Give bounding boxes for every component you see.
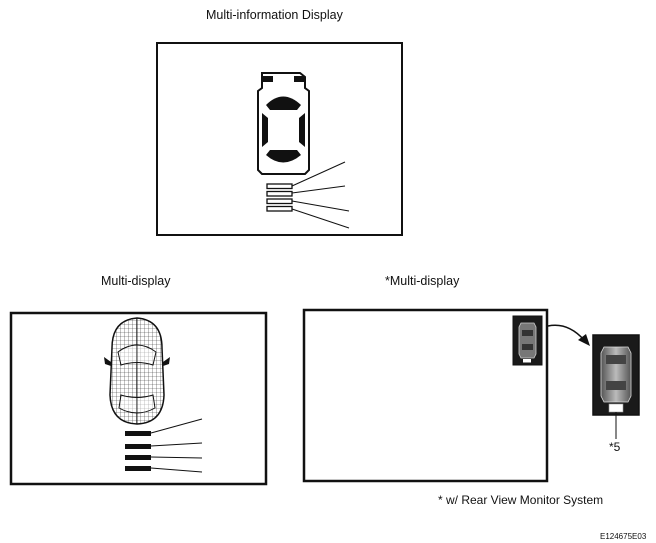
md-sensor-bar-3 bbox=[125, 455, 151, 460]
zoom-arrow bbox=[547, 324, 585, 341]
md-sensor-bar-2 bbox=[125, 444, 151, 449]
mid-sensor-bar-4 bbox=[266, 205, 293, 212]
zoom-arrow-head bbox=[578, 334, 590, 346]
rear-multi-display-title: *Multi-display bbox=[385, 274, 460, 288]
footnote: * w/ Rear View Monitor System bbox=[438, 493, 604, 507]
inset-screen bbox=[512, 315, 543, 366]
rear-multi-display-frame bbox=[302, 308, 549, 483]
callout-right-5: *5 bbox=[609, 440, 621, 454]
enlarged-screen bbox=[592, 334, 640, 416]
mesh-car-icon bbox=[104, 317, 170, 425]
mid-sensor-bar-3 bbox=[266, 198, 293, 205]
multi-display-title: Multi-display bbox=[101, 274, 171, 288]
md-sensor-bar-4 bbox=[125, 466, 151, 471]
mid-sensor-bar-1 bbox=[266, 183, 293, 190]
mid-car-icon bbox=[257, 72, 310, 175]
multi-information-display-title: Multi-information Display bbox=[206, 8, 343, 22]
figure-code: E124675E03 bbox=[600, 532, 647, 541]
mid-sensor-bar-2 bbox=[266, 190, 293, 197]
md-sensor-bar-1 bbox=[125, 431, 151, 436]
